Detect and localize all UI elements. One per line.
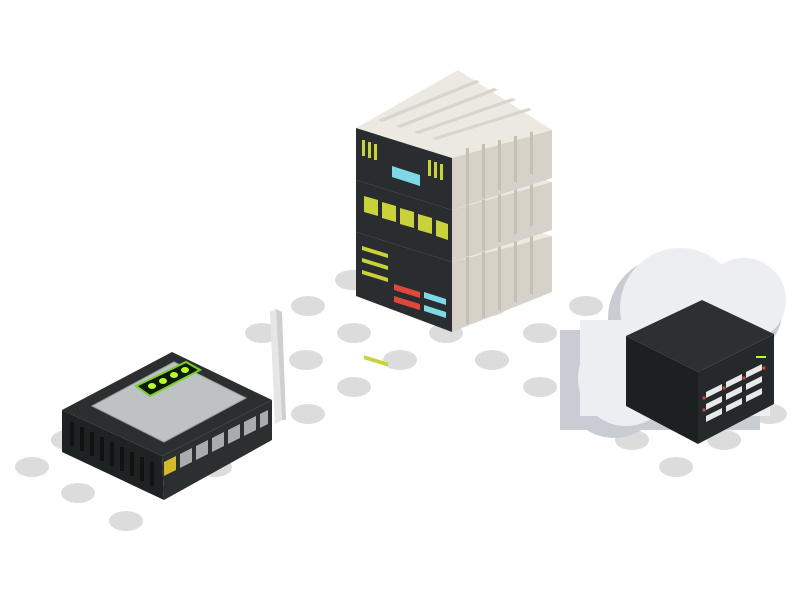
router-ports xyxy=(164,410,268,476)
cloud-server-icon xyxy=(560,248,786,444)
router-vents xyxy=(70,422,154,486)
cloud-server-bays xyxy=(702,356,766,422)
wireless-router-icon xyxy=(62,309,286,500)
router-leds xyxy=(148,367,189,389)
server-stack-icon xyxy=(356,70,552,367)
